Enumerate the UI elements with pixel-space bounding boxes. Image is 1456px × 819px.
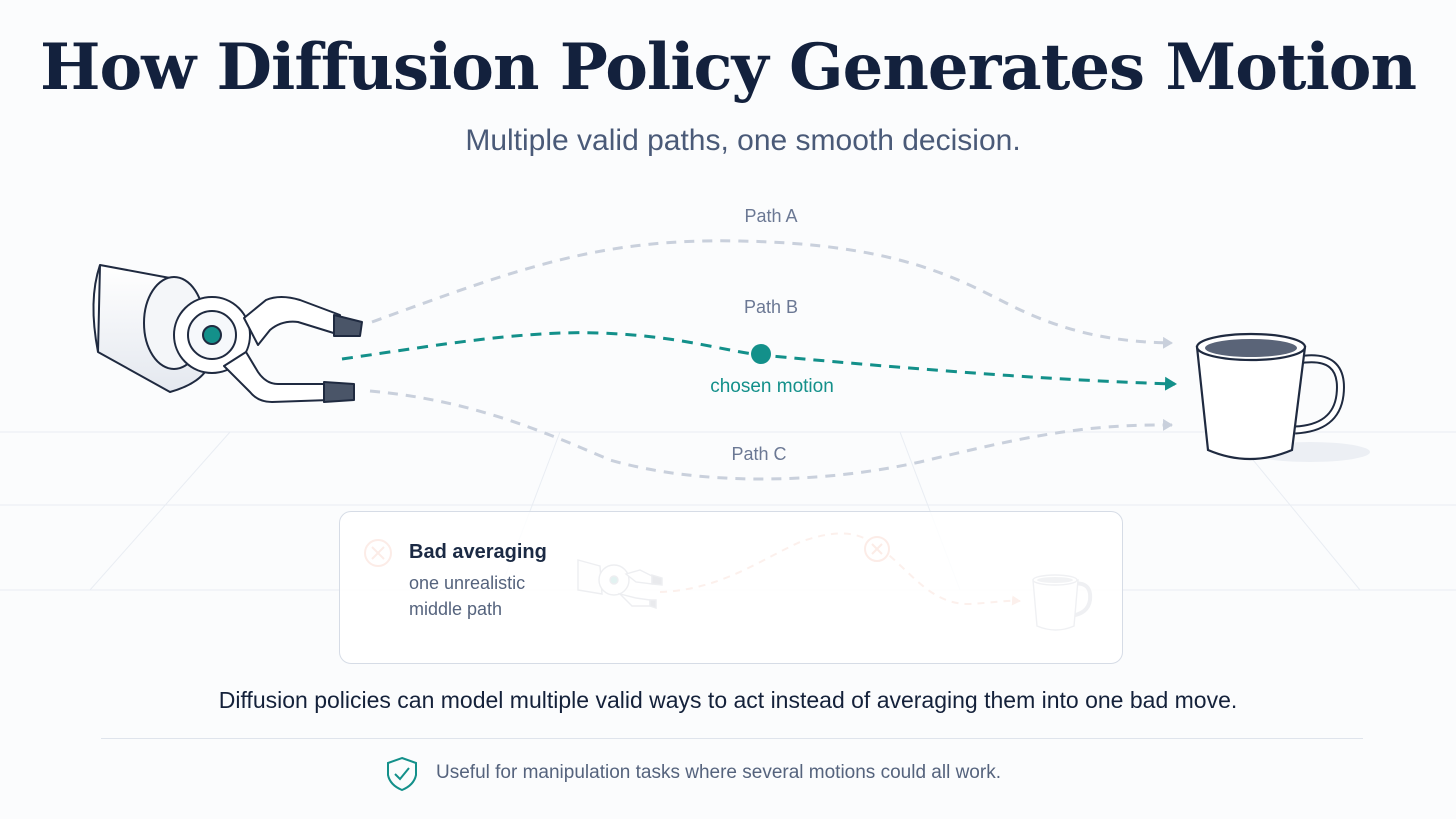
key-statement: Diffusion policies can model multiple va… (218, 687, 1238, 713)
mug-target (1195, 332, 1370, 462)
path-c-line (369, 389, 1173, 481)
path-b-line (341, 331, 1177, 391)
chosen-point (751, 344, 771, 364)
path-a-line (371, 239, 1173, 349)
path-a-label: Path A (744, 206, 798, 226)
path-c-label: Path C (731, 444, 787, 464)
divider (101, 738, 1363, 739)
page-title: How Diffusion Policy Generates Motion (40, 30, 1417, 105)
shield-check-icon (387, 756, 417, 792)
bad-averaging-desc-line2: middle path (409, 599, 503, 619)
footnote-text: Useful for manipulation tasks where seve… (436, 762, 1001, 783)
robot-gripper (92, 264, 363, 403)
bad-averaging-card (339, 511, 1123, 664)
page-subtitle: Multiple valid paths, one smooth decisio… (465, 124, 1021, 157)
chosen-motion-label: chosen motion (710, 376, 834, 397)
path-b-label: Path B (743, 297, 799, 317)
bad-averaging-desc-line1: one unrealistic (409, 573, 526, 593)
bad-averaging-title: Bad averaging (409, 541, 547, 563)
